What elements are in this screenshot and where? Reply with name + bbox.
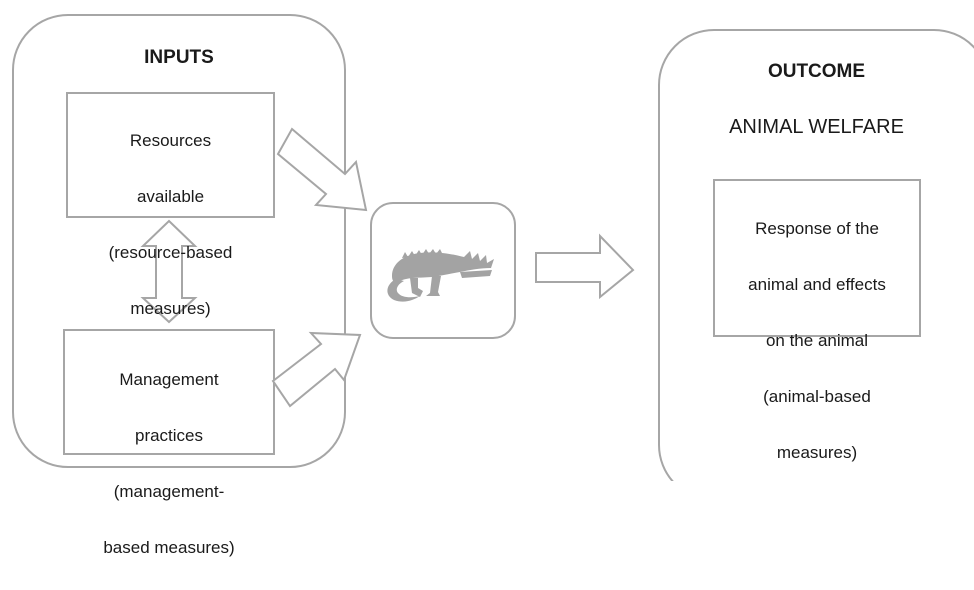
response-line-1: Response of the [755, 219, 879, 238]
resources-line-3: (resource-based [108, 243, 233, 262]
response-label: Response of the animal and effects on th… [714, 187, 920, 495]
inputs-title: INPUTS [144, 47, 214, 68]
management-line-4: based measures) [103, 538, 235, 557]
arrow-resources-to-animal [276, 127, 368, 212]
diagram-shapes [12, 14, 974, 481]
outcome-subtitle: ANIMAL WELFARE [729, 116, 904, 138]
management-line-1: Management [119, 370, 219, 389]
crocodile-icon [387, 249, 494, 302]
response-line-3: on the animal [765, 331, 869, 350]
resources-line-4: measures) [130, 299, 211, 318]
arrow-management-to-animal [271, 331, 362, 408]
resources-box [66, 92, 275, 218]
response-box [713, 179, 921, 337]
resources-line-1: Resources [129, 131, 212, 150]
management-line-2: practices [134, 426, 204, 445]
outcome-title: OUTCOME [767, 61, 866, 82]
response-line-4: (animal-based [763, 387, 871, 406]
double-arrow-vertical [140, 219, 198, 324]
management-box [63, 329, 275, 455]
resources-line-2: available [136, 187, 205, 206]
response-line-5: measures) [776, 443, 858, 462]
management-label: Management practices (management- based … [64, 338, 274, 590]
response-line-2: animal and effects [748, 275, 886, 294]
arrow-animal-to-outcome [535, 233, 635, 300]
management-line-3: (management- [113, 482, 225, 501]
resources-label: Resources available (resource-based meas… [67, 99, 274, 351]
